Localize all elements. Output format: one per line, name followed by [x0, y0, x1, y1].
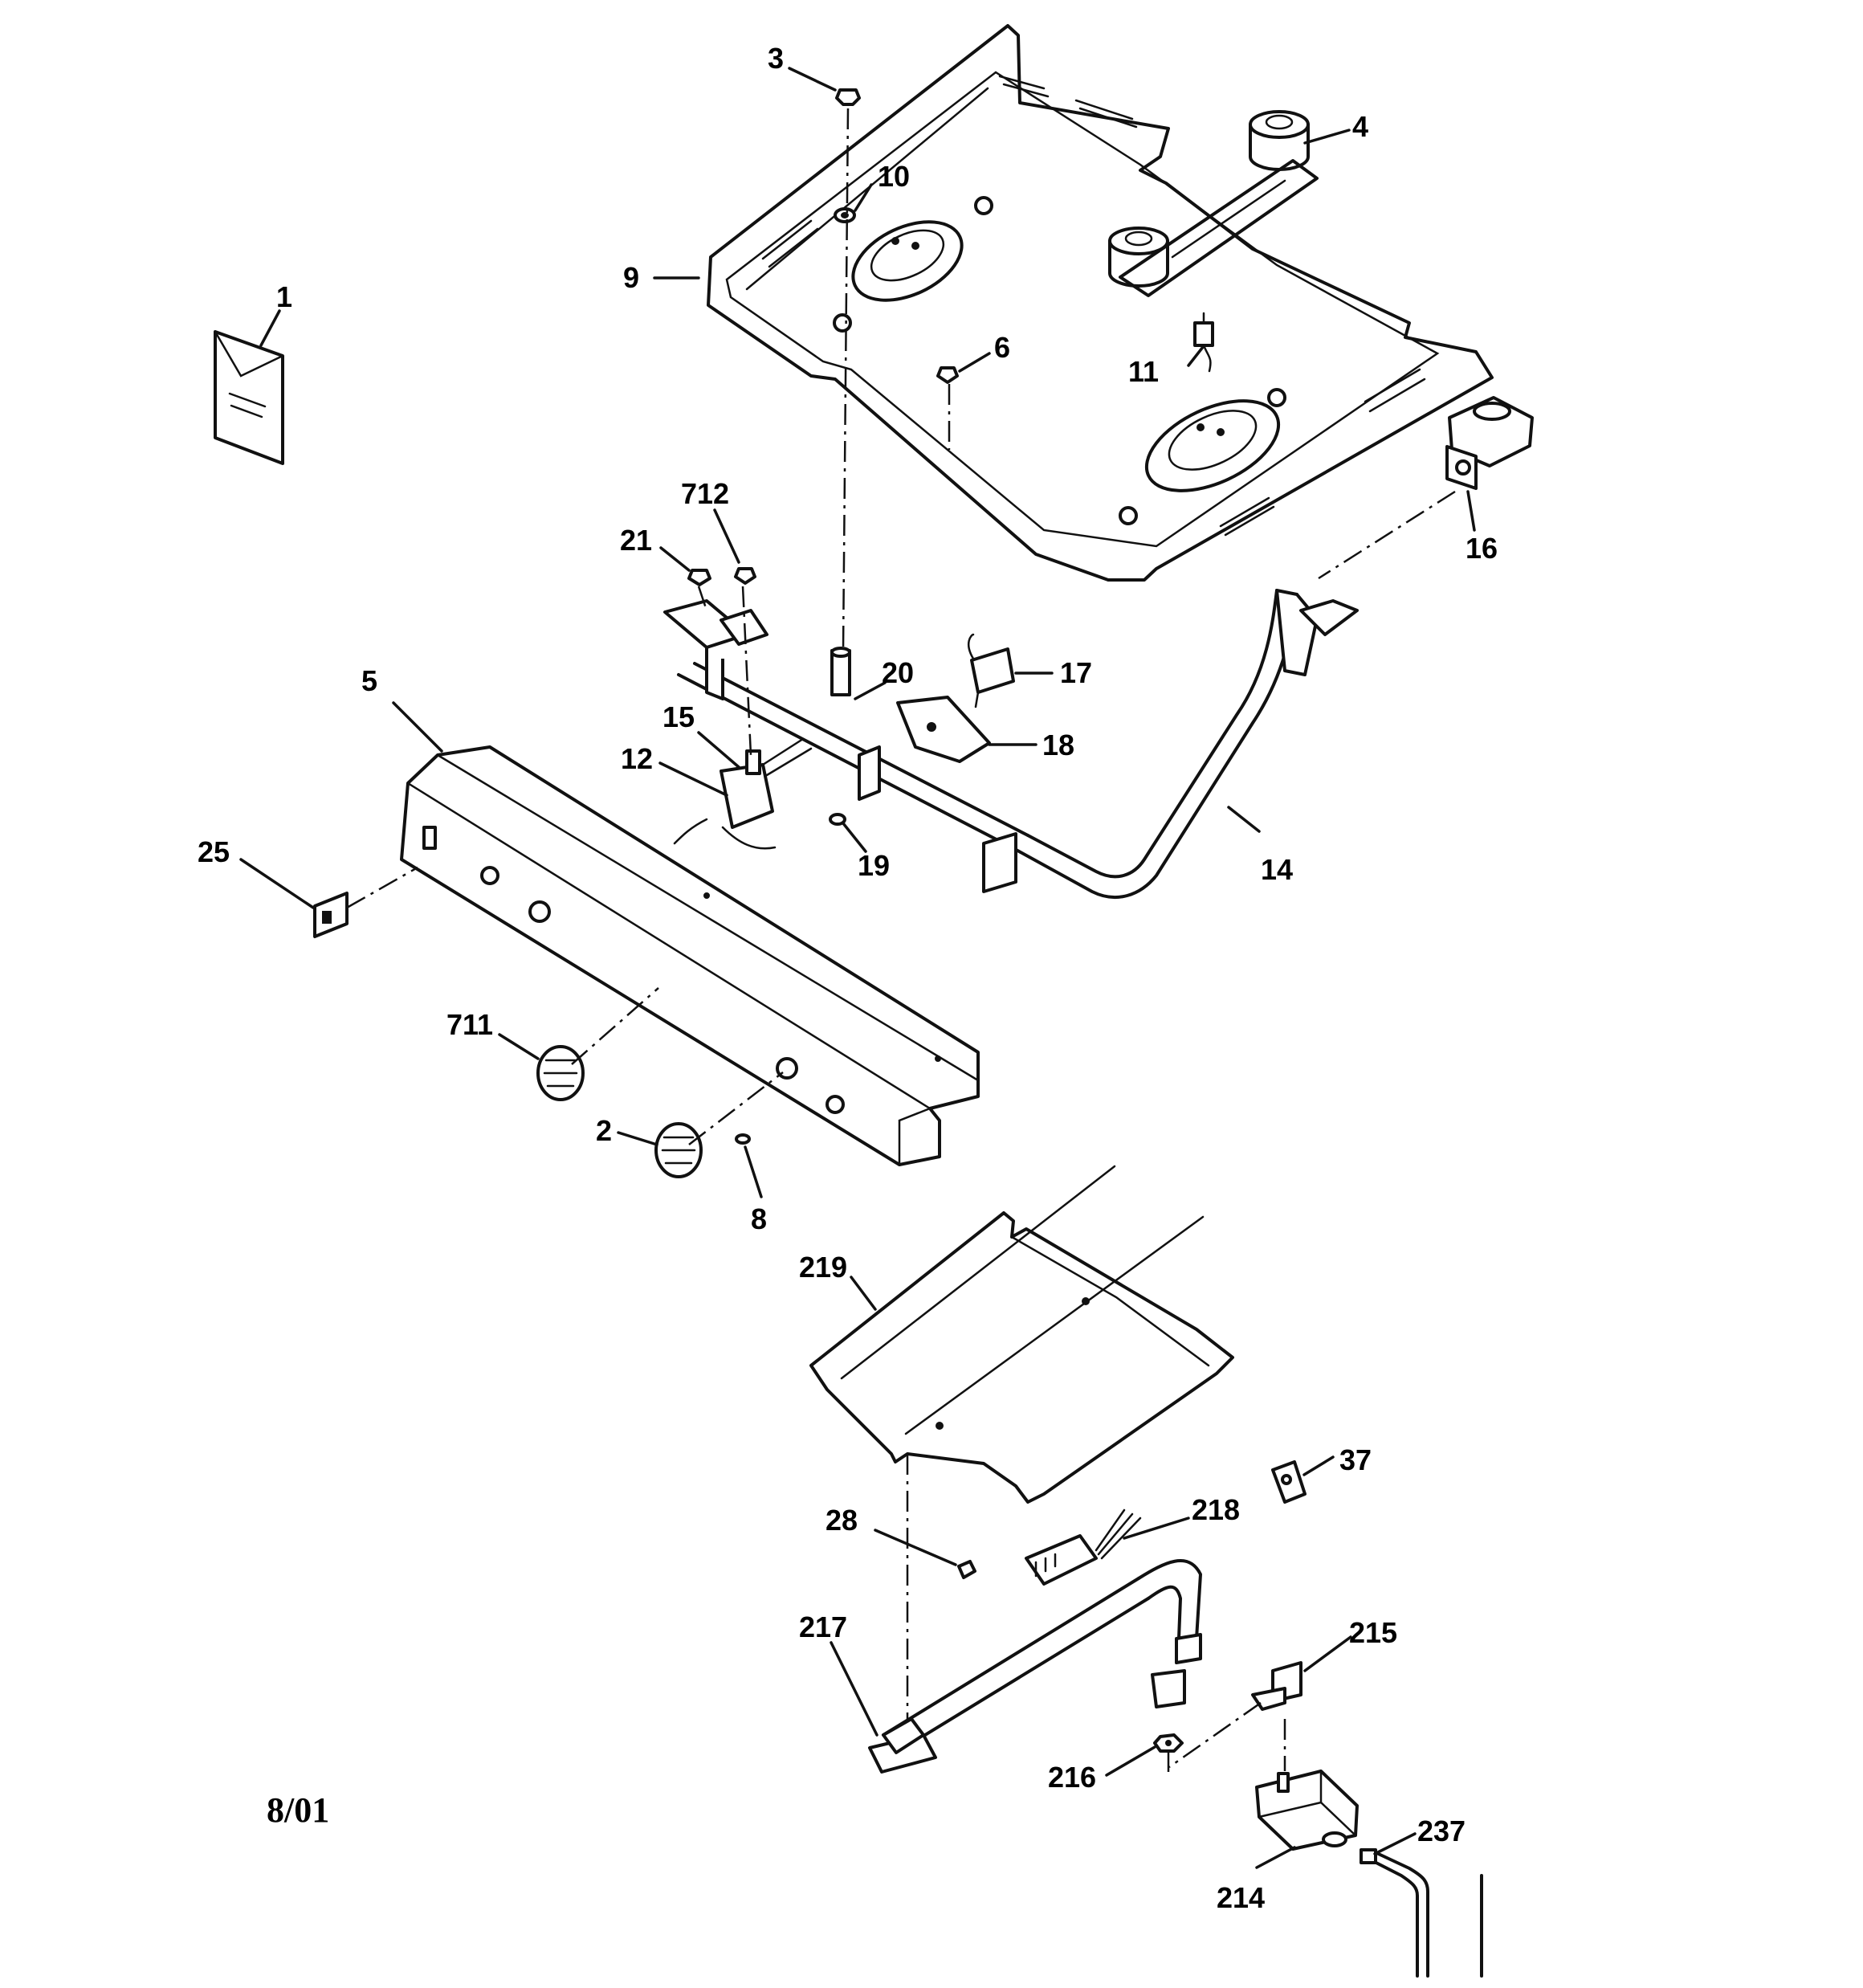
callout-21: 21: [620, 524, 652, 557]
callout-28: 28: [826, 1504, 858, 1537]
part-9-main-top-panel: [707, 24, 1494, 582]
callout-218: 218: [1192, 1493, 1240, 1526]
callout-18: 18: [1042, 729, 1074, 761]
callout-17: 17: [1060, 656, 1092, 689]
assembly-guide-lines: [346, 108, 1456, 1777]
callout-219: 219: [799, 1251, 847, 1284]
part-219-baffle: [809, 1165, 1234, 1504]
callout-3: 3: [768, 42, 784, 75]
callout-712: 712: [681, 477, 729, 510]
callout-37: 37: [1339, 1443, 1372, 1476]
callout-labels: 3 4 10 9 1 11 6 16 712 21 17 20 18 5 15 …: [198, 42, 1498, 1914]
callout-19: 19: [858, 849, 890, 882]
part-3-screw: [835, 88, 861, 106]
callout-5: 5: [361, 664, 377, 697]
part-2-knob: [654, 1122, 703, 1178]
callout-1: 1: [276, 280, 292, 313]
part-25-bracket: [313, 892, 349, 938]
date-code: 8/01: [267, 1790, 329, 1830]
part-19-screw: [829, 813, 846, 826]
callout-25: 25: [198, 835, 230, 868]
part-711-knob: [536, 1045, 585, 1101]
callout-711: 711: [446, 1008, 493, 1041]
part-5-manifold-panel: [400, 745, 980, 1166]
callout-12: 12: [621, 742, 653, 775]
part-216-cap: [1151, 1669, 1186, 1708]
callout-237: 237: [1417, 1815, 1466, 1847]
part-12-valve: [673, 737, 813, 850]
part-1-literature-envelope: [214, 330, 284, 465]
callout-14: 14: [1261, 853, 1293, 886]
part-28-screw: [957, 1560, 976, 1579]
part-237-tube: [1360, 1848, 1483, 1978]
part-216-nut: [1153, 1733, 1184, 1753]
callout-217: 217: [799, 1610, 847, 1643]
part-14-manifold: [663, 589, 1359, 900]
part-8-screw: [735, 1133, 751, 1145]
part-10-grommet: [834, 207, 856, 223]
part-17-switch: [967, 633, 1015, 708]
part-218-igniter: [1025, 1508, 1142, 1586]
callout-16: 16: [1466, 532, 1498, 565]
callout-2: 2: [596, 1114, 612, 1147]
part-11-electrode: [1193, 312, 1214, 373]
part-712-screw: [734, 567, 756, 585]
callout-15: 15: [662, 700, 695, 733]
part-16-regulator: [1445, 396, 1534, 490]
callout-9: 9: [623, 261, 639, 294]
callout-214: 214: [1217, 1881, 1265, 1914]
part-217-oven-burner: [868, 1559, 1202, 1774]
callout-6: 6: [994, 331, 1010, 364]
callout-4: 4: [1352, 110, 1368, 143]
part-6-screw: [936, 366, 959, 384]
part-21-screw: [687, 569, 711, 586]
callout-leader-lines: [239, 67, 1476, 1869]
callout-8: 8: [751, 1202, 767, 1235]
part-20-orifice: [830, 647, 851, 696]
part-37-clip: [1271, 1460, 1307, 1504]
callout-20: 20: [882, 656, 914, 689]
part-4-surface-burners: [1108, 110, 1319, 297]
part-214-safety-valve: [1255, 1770, 1359, 1851]
callout-11: 11: [1128, 355, 1159, 388]
callout-10: 10: [878, 160, 910, 193]
callout-215: 215: [1349, 1616, 1397, 1649]
callout-216: 216: [1048, 1761, 1096, 1794]
part-18-shield: [896, 696, 991, 763]
